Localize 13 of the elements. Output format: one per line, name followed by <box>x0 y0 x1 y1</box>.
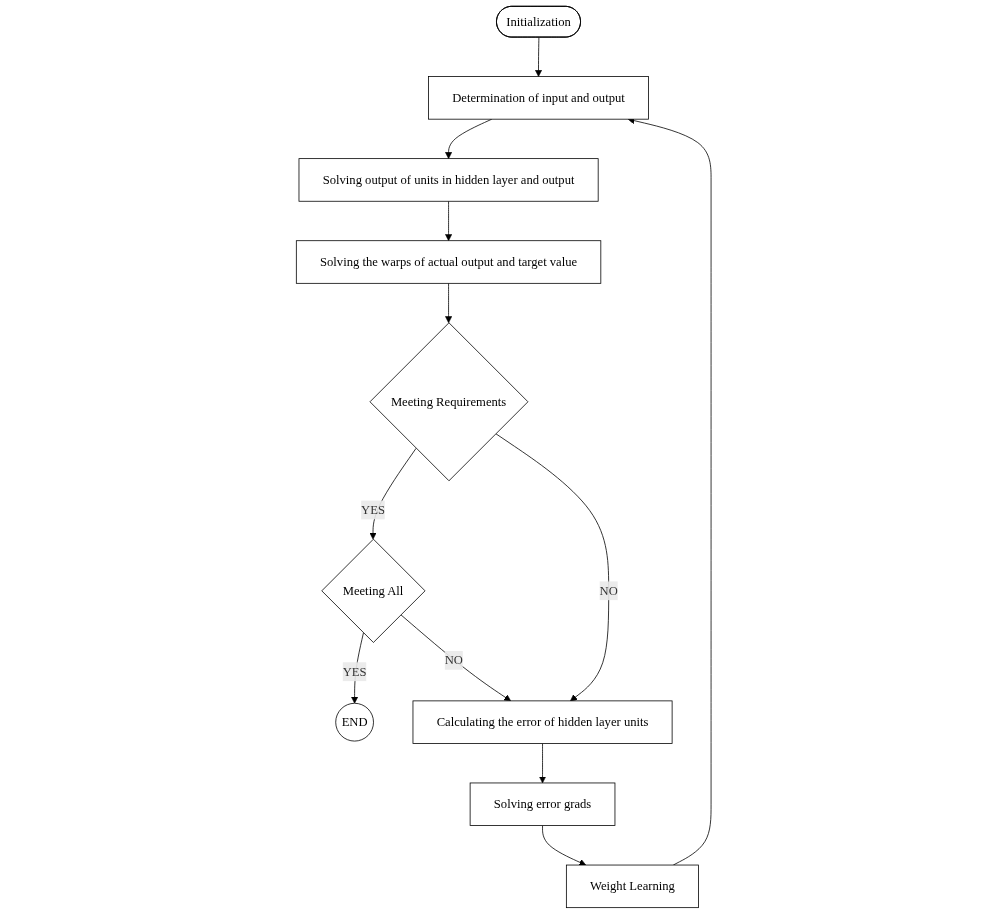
edge-label: YES <box>360 502 385 517</box>
node-box: Calculating the error of hidden layer units <box>412 700 673 744</box>
node-diamond: Meeting All <box>321 538 426 643</box>
edge-label: YES <box>342 664 367 679</box>
edge-label: NO <box>444 653 463 667</box>
node-circle: END <box>335 702 374 742</box>
node-box: Solving output of units in hidden layer and output <box>298 158 599 202</box>
edge-label: NO <box>599 583 618 598</box>
node-box: Solving error grads <box>469 782 616 826</box>
node-box: Weight Learning <box>565 864 699 909</box>
node-diamond: Meeting Requirements <box>369 322 529 482</box>
node-box: Determination of input and output <box>427 76 649 120</box>
node-box: Solving the warps of actual output and target value <box>295 240 602 284</box>
